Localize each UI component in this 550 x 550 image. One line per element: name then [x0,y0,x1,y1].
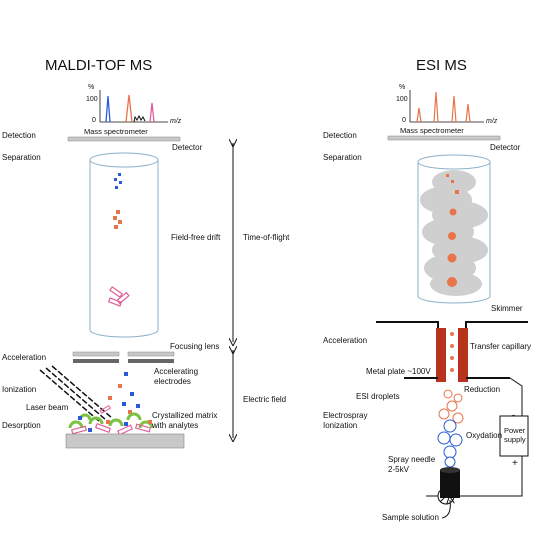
blue-ion [115,186,118,189]
focusing-lens-right [127,351,175,357]
spectrum-100-label: 100 [86,96,98,103]
orange-peak [125,94,133,123]
electric-field-label: Electric field [243,395,286,404]
esi-peak [416,107,422,123]
reduction-label: Reduction [464,385,500,394]
focusing-lens-label: Focusing lens [170,342,219,351]
crystallized-label-1: Crystallized matrix [152,411,217,420]
title-esi: ESI MS [416,57,467,74]
right-mass-spectrometer-label: Mass spectrometer [400,126,464,135]
esi-droplets-label: ESI droplets [356,392,400,401]
capillary-right [458,328,468,382]
right-separation-label: Separation [323,153,362,162]
electrospray-label-1: Electrospray [323,411,367,420]
crystallized-label-2: with analytes [151,421,198,430]
sample-arrow [441,500,450,519]
desorption-label: Desorption [2,421,41,430]
left-detector-plate [67,136,181,142]
pink-ion [109,286,123,298]
spectrum-percent-label: % [88,84,94,91]
power-supply-label-2: supply [504,435,526,444]
esi-percent-label: % [399,84,405,91]
crystallized-matrix [68,412,154,436]
pink-peak [149,102,155,123]
right-detector-label: Detector [490,143,521,152]
left-separation-label: Separation [2,153,41,162]
esi-spectrum: % 100 0 m/z [396,84,498,125]
pink-ion [116,291,130,305]
left-detection-label: Detection [2,131,36,140]
focusing-lens-left [72,351,120,357]
power-minus: - [512,410,515,420]
sample-solution-label: Sample solution [382,513,439,522]
desorbed-ions [99,372,140,414]
field-free-drift-label: Field-free drift [171,233,221,242]
power-supply-box [499,415,529,457]
electrode-left [73,359,119,363]
skimmer-right [465,321,528,330]
spray-needle-label-1: Spray needle [388,455,436,464]
esi-peak [465,103,471,123]
power-plus: + [512,458,518,469]
maldi-spectrum: % 100 0 m/z [86,84,182,125]
left-acceleration-label: Acceleration [2,353,46,362]
right-detection-label: Detection [323,131,357,140]
flight-tube [89,152,159,338]
spray-needle [440,470,460,498]
ionization-label: Ionization [2,385,36,394]
oxydation-label: Oxydation [466,431,502,440]
right-acceleration-label: Acceleration [323,336,367,345]
transfer-capillary-label: Transfer capillary [470,342,531,351]
pink-ion [107,297,123,307]
title-maldi: MALDI-TOF MS [45,57,152,74]
tube-ions [107,173,130,307]
esi-mz-label: m/z [486,118,498,125]
blue-ion [118,173,121,176]
orange-ion [118,220,122,224]
power-supply-label-1: Power [504,426,526,435]
orange-ion [116,210,120,214]
esi-peak [451,95,457,123]
blue-ion [114,178,117,181]
left-mass-spectrometer-label: Mass spectrometer [84,127,148,136]
spectrum-0-label: 0 [92,117,96,124]
spray-needle-top [440,467,460,473]
sample-plate [65,433,185,449]
blue-peak [105,95,111,123]
capillary-ions [450,332,454,372]
noise-peaks [133,114,146,123]
skimmer-label: Skimmer [491,304,523,313]
esi-100-label: 100 [396,96,408,103]
accelerating-label-2: electrodes [154,377,191,386]
laser-beam [39,365,113,423]
time-of-flight-label: Time-of-flight [243,233,290,242]
right-detector-plate [387,135,501,141]
esi-tube [417,154,491,304]
left-detector-label: Detector [172,143,203,152]
metal-plate-label: Metal plate ~100V [366,367,431,376]
capillary-left [436,328,446,382]
spray-needle-label-2: 2-5kV [388,465,410,474]
esi-0-label: 0 [402,117,406,124]
laser-beam-label: Laser beam [26,403,69,412]
esi-droplets [437,389,464,468]
esi-peak [433,91,439,123]
blue-ion [119,181,122,184]
electrospray-label-2: Ionization [323,421,357,430]
electrode-right [128,359,174,363]
accelerating-label-1: Accelerating [154,367,198,376]
orange-ion [114,225,118,229]
spectrum-mz-label: m/z [170,118,182,125]
skimmer-left [376,321,439,330]
orange-ion [113,216,117,220]
cloud-ions [446,174,459,287]
